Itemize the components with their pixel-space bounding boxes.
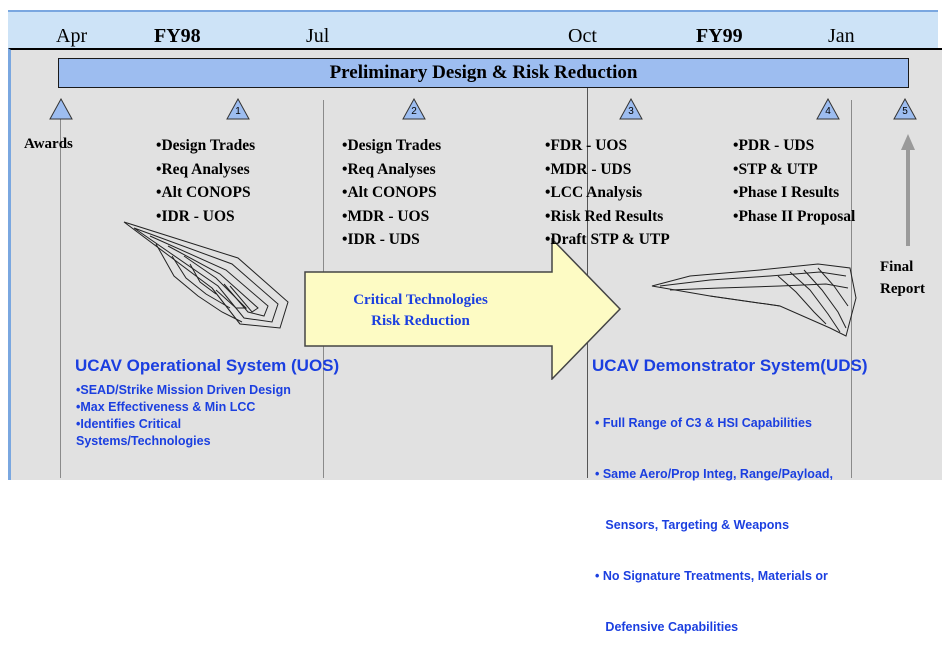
- list-item: •Identifies Critical: [76, 417, 182, 431]
- list-item: STP & UTP: [733, 158, 855, 182]
- list-item: Alt CONOPS: [342, 181, 441, 205]
- award-triangle-icon: [49, 98, 73, 120]
- list-item: IDR - UDS: [342, 228, 441, 252]
- milestone-2-triangle-icon: [402, 98, 426, 120]
- final-report-label: Final Report: [880, 256, 925, 300]
- column-1-list: Design Trades Req Analyses Alt CONOPS ID…: [156, 134, 255, 228]
- column-4-list: PDR - UDS STP & UTP Phase I Results Phas…: [733, 134, 855, 228]
- list-item: Req Analyses: [156, 158, 255, 182]
- phase-banner: Preliminary Design & Risk Reduction: [58, 58, 909, 88]
- list-item: •SEAD/Strike Mission Driven Design: [76, 383, 291, 397]
- milestone-3-triangle-icon: [619, 98, 643, 120]
- milestone-3-number: 3: [628, 106, 634, 117]
- list-item: Draft STP & UTP: [545, 228, 669, 252]
- column-3-list: FDR - UOS MDR - UDS LCC Analysis Risk Re…: [545, 134, 670, 252]
- milestone-4-number: 4: [825, 106, 831, 117]
- uos-description-list: •SEAD/Strike Mission Driven Design •Max …: [76, 382, 291, 450]
- awards-label: Awards: [24, 136, 73, 152]
- risk-reduction-arrow-icon: [304, 238, 622, 380]
- arrow-line2: Risk Reduction: [371, 313, 470, 329]
- list-item: Design Trades: [156, 134, 255, 158]
- list-item: Risk Red Results: [545, 205, 670, 229]
- month-apr: Apr: [56, 25, 88, 47]
- list-item: Alt CONOPS: [156, 181, 255, 205]
- milestone-2-number: 2: [411, 106, 417, 117]
- list-item: • Same Aero/Prop Integ, Range/Payload,: [595, 467, 834, 481]
- list-item: MDR - UDS: [545, 158, 670, 182]
- list-item: Systems/Technologies: [76, 434, 211, 448]
- list-item: • Full Range of C3 & HSI Capabilities: [595, 416, 812, 430]
- final-report-line1: Final: [880, 259, 914, 275]
- list-item: FDR - UOS: [545, 134, 670, 158]
- month-jan: Jan: [828, 25, 855, 47]
- final-report-line2: Report: [880, 281, 925, 297]
- list-item: Req Analyses: [342, 158, 441, 182]
- gridline-jan: [851, 100, 852, 478]
- list-item: •Max Effectiveness & Min LCC: [76, 400, 256, 414]
- uds-aircraft-icon: [651, 263, 857, 337]
- risk-reduction-label: Critical Technologies Risk Reduction: [318, 290, 523, 332]
- milestone-5-triangle-icon: [893, 98, 917, 120]
- final-report-arrow-icon: [901, 134, 915, 246]
- month-oct: Oct: [568, 25, 597, 47]
- list-item: Phase I Results: [733, 181, 855, 205]
- uds-title: UCAV Demonstrator System(UDS): [592, 356, 868, 375]
- timeline-header: Apr FY98 Jul Oct FY99 Jan: [8, 10, 938, 50]
- schedule-chart: Apr FY98 Jul Oct FY99 Jan Preliminary De…: [0, 0, 942, 478]
- list-item: MDR - UOS: [342, 205, 441, 229]
- list-item: Design Trades: [342, 134, 441, 158]
- column-2-list: Design Trades Req Analyses Alt CONOPS MD…: [342, 134, 441, 252]
- list-item: Phase II Proposal: [733, 205, 855, 229]
- milestone-1-number: 1: [235, 106, 241, 117]
- arrow-line1: Critical Technologies: [353, 292, 488, 308]
- uos-aircraft-icon: [123, 221, 289, 329]
- content-area: [8, 48, 942, 480]
- list-item: • No Signature Treatments, Materials or: [595, 569, 828, 583]
- uds-description-list: • Full Range of C3 & HSI Capabilities • …: [595, 381, 833, 670]
- fiscal-year-fy99: FY99: [696, 25, 743, 47]
- list-item: PDR - UDS: [733, 134, 855, 158]
- month-jul: Jul: [306, 25, 330, 47]
- milestone-5-number: 5: [902, 106, 908, 117]
- list-item: LCC Analysis: [545, 181, 670, 205]
- gridline-apr: [60, 100, 61, 478]
- milestone-4-triangle-icon: [816, 98, 840, 120]
- milestone-1-triangle-icon: [226, 98, 250, 120]
- fiscal-year-fy98: FY98: [154, 25, 201, 47]
- list-item: Defensive Capabilities: [595, 620, 739, 634]
- list-item: IDR - UOS: [156, 205, 255, 229]
- list-item: Sensors, Targeting & Weapons: [595, 518, 790, 532]
- uos-title: UCAV Operational System (UOS): [75, 356, 340, 375]
